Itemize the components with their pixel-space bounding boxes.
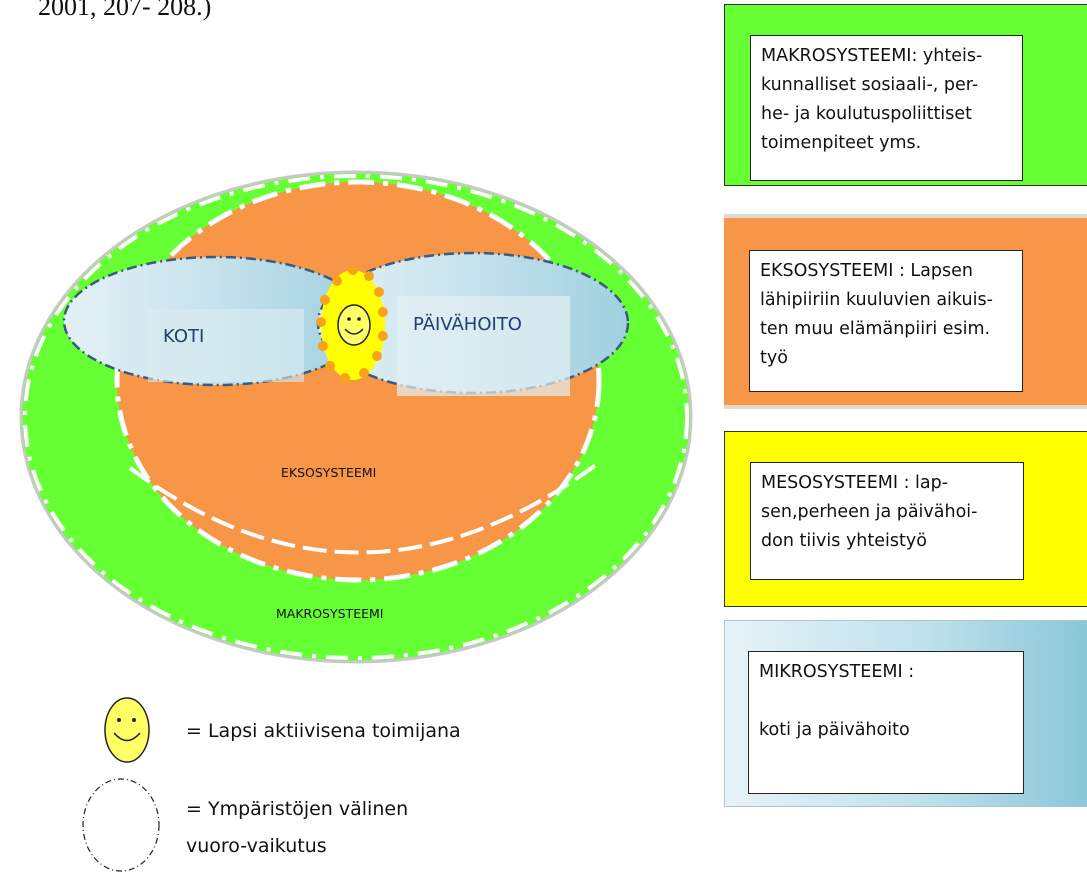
legend-dashed-circle-icon [82,778,160,872]
mesosystem-sun [316,265,388,383]
legend-interaction-text: = Ympäristöjen välinen vuoro-vaikutus [186,798,409,857]
child-smiley-icon [337,304,371,346]
legend-child-text: = Lapsi aktiivisena toimijana [186,720,461,742]
mesosystem-description: MESOSYSTEEMI : lap- sen,perheen ja päivä… [750,462,1024,580]
macrosystem-description: MAKROSYSTEEMI: yhteis- kunnalliset sosia… [750,35,1023,181]
microsystem-panel: MIKROSYSTEEMI : koti ja päivähoito [724,620,1087,807]
exosystem-label: EKSOSYSTEEMI [281,465,376,480]
legend-smiley-icon [104,697,150,763]
macrosystem-label: MAKROSYSTEEMI [276,606,383,621]
header-fragment: 2001, 207- 208.) [38,0,212,21]
exosystem-description: EKSOSYSTEEMI : Lapsen lähipiiriin kuuluv… [749,250,1023,392]
home-label: KOTI [163,326,204,347]
exosystem-panel: EKSOSYSTEEMI : Lapsen lähipiiriin kuuluv… [724,214,1087,409]
macrosystem-panel: MAKROSYSTEEMI: yhteis- kunnalliset sosia… [724,4,1087,186]
daycare-label: PÄIVÄHOITO [413,314,522,335]
mesosystem-panel: MESOSYSTEEMI : lap- sen,perheen ja päivä… [724,431,1087,607]
microsystem-description: MIKROSYSTEEMI : koti ja päivähoito [748,651,1024,794]
ecological-systems-diagram: KOTI PÄIVÄHOITO EKSOSYSTEEMI MAKROSYSTEE… [19,170,693,872]
